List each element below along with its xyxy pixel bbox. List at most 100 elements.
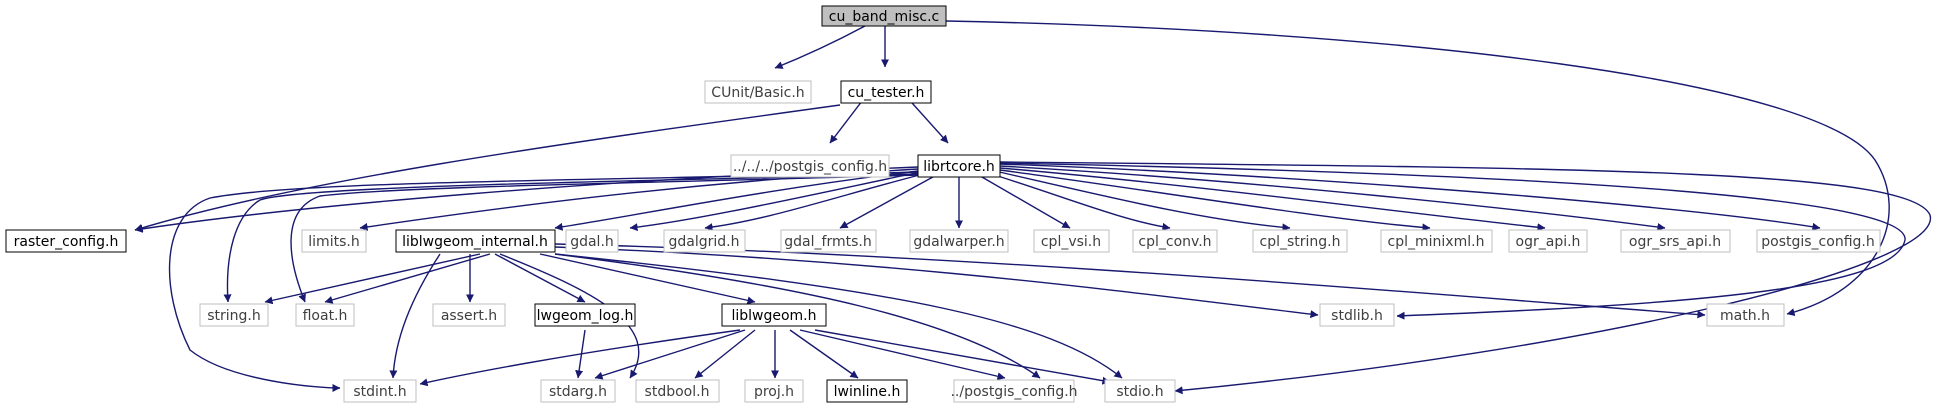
- svg-text:cpl_conv.h: cpl_conv.h: [1138, 234, 1211, 250]
- node-stdarg-h: stdarg.h: [540, 379, 616, 403]
- dependency-edges: [134, 20, 1931, 395]
- svg-text:assert.h: assert.h: [441, 308, 497, 324]
- svg-text:ogr_api.h: ogr_api.h: [1516, 234, 1581, 250]
- edge-liblwgeom-to-stdint: [419, 329, 741, 387]
- edge-librtcore-to-ogr_api: [999, 167, 1546, 232]
- node-assert-h: assert.h: [432, 303, 506, 327]
- node-ogr-srs-api-h: ogr_srs_api.h: [1620, 229, 1731, 253]
- svg-text:stdio.h: stdio.h: [1116, 384, 1163, 400]
- node-stdbool-h: stdbool.h: [635, 379, 720, 403]
- edge-librtcore-to-float: [290, 174, 919, 303]
- node-gdal-frmts-h: gdal_frmts.h: [780, 229, 877, 253]
- edge-liblwgeom-to-stdbool: [694, 329, 756, 379]
- edge-liblwgeom_internal-to-stdint: [389, 253, 441, 379]
- svg-text:liblwgeom.h: liblwgeom.h: [731, 308, 816, 324]
- node-lwgeom-log-h[interactable]: lwgeom_log.h: [534, 303, 636, 327]
- edge-liblwgeom-to-lwinline: [789, 329, 859, 379]
- svg-text:cpl_string.h: cpl_string.h: [1260, 234, 1341, 250]
- svg-text:string.h: string.h: [207, 308, 261, 324]
- node-gdal-h: gdal.h: [565, 229, 619, 253]
- node-math-h: math.h: [1706, 303, 1785, 327]
- edge-librtcore-to-gdal: [629, 170, 926, 232]
- edge-liblwgeom_internal-to-string: [264, 253, 481, 305]
- node-gdalgrid-h: gdalgrid.h: [663, 229, 746, 253]
- svg-text:stdlib.h: stdlib.h: [1331, 308, 1383, 324]
- svg-text:float.h: float.h: [303, 308, 348, 324]
- edge-librtcore-to-stdint: [168, 171, 919, 392]
- node-float-h: float.h: [295, 303, 355, 327]
- svg-text:postgis_config.h: postgis_config.h: [1761, 234, 1874, 250]
- svg-text:../../../postgis_config.h: ../../../postgis_config.h: [733, 159, 887, 175]
- node-cpl-minixml-h: cpl_minixml.h: [1380, 229, 1493, 253]
- edge-liblwgeom_internal-to-math: [554, 243, 1706, 319]
- svg-text:ogr_srs_api.h: ogr_srs_api.h: [1629, 234, 1721, 250]
- svg-text:gdal.h: gdal.h: [570, 234, 614, 250]
- node-ogr-api-h: ogr_api.h: [1508, 229, 1588, 253]
- svg-text:lwinline.h: lwinline.h: [834, 384, 901, 400]
- svg-text:proj.h: proj.h: [754, 384, 794, 400]
- node-cunit-basic-h: CUnit/Basic.h: [704, 80, 812, 104]
- node-gdalwarper-h: gdalwarper.h: [909, 229, 1009, 253]
- edge-librtcore-to-postgis_config: [999, 163, 1821, 231]
- node-stdio-h: stdio.h: [1104, 379, 1176, 403]
- edge-librtcore-to-stdlib: [999, 162, 1906, 320]
- svg-text:cu_tester.h: cu_tester.h: [848, 85, 925, 101]
- edge-liblwgeom_internal-to-stdio: [554, 253, 1123, 379]
- svg-text:cu_band_misc.c: cu_band_misc.c: [829, 9, 939, 25]
- node-stdint-h: stdint.h: [343, 379, 417, 403]
- edge-librtcore-to-gdal_frmts: [839, 171, 943, 229]
- svg-text:librtcore.h: librtcore.h: [923, 159, 995, 175]
- edge-liblwgeom_internal-to-liblwgeom: [539, 253, 756, 305]
- node-lwinline-h[interactable]: lwinline.h: [826, 379, 908, 403]
- node-string-h: string.h: [199, 303, 269, 327]
- edge-liblwgeom-to-stdarg: [594, 329, 746, 380]
- node-cpl-vsi-h: cpl_vsi.h: [1033, 229, 1110, 253]
- svg-text:stdint.h: stdint.h: [353, 384, 406, 400]
- node-raster-config-h[interactable]: raster_config.h: [5, 229, 127, 253]
- edge-librtcore-to-cpl_conv: [984, 171, 1171, 231]
- node-stdlib-h: stdlib.h: [1319, 303, 1395, 327]
- edge-librtcore-to-gdalgrid: [704, 170, 936, 232]
- svg-text:gdalwarper.h: gdalwarper.h: [913, 234, 1004, 250]
- node-cpl-conv-h: cpl_conv.h: [1132, 229, 1218, 253]
- node-cu-tester-h[interactable]: cu_tester.h: [840, 80, 932, 104]
- edge-librtcore-to-stdio: [999, 161, 1931, 395]
- edge-liblwgeom_internal-to-float: [324, 253, 491, 304]
- svg-text:math.h: math.h: [1720, 308, 1770, 324]
- svg-text:cpl_vsi.h: cpl_vsi.h: [1041, 234, 1101, 250]
- edge-liblwgeom_internal-to-stdlib: [554, 246, 1319, 319]
- svg-text:cpl_minixml.h: cpl_minixml.h: [1388, 234, 1485, 250]
- file-nodes: cu_band_misc.c CUnit/Basic.h cu_tester.h…: [5, 5, 1881, 403]
- svg-text:stdbool.h: stdbool.h: [645, 384, 710, 400]
- svg-text:../postgis_config.h: ../postgis_config.h: [950, 384, 1077, 400]
- edge-librtcore-to-cpl_vsi: [974, 172, 1071, 229]
- node-postgis-config-rel3-h: ../../../postgis_config.h: [730, 154, 890, 178]
- node-proj-h: proj.h: [744, 379, 804, 403]
- node-postgis-config-rel1-h: ../postgis_config.h: [950, 379, 1078, 403]
- node-liblwgeom-internal-h[interactable]: liblwgeom_internal.h: [395, 229, 556, 253]
- svg-text:limits.h: limits.h: [308, 234, 359, 250]
- edge-cu_band_misc-to-cunit_basic: [774, 25, 866, 69]
- edge-liblwgeom_internal-to-postgis_config_rel1: [554, 253, 1041, 379]
- node-liblwgeom-h[interactable]: liblwgeom.h: [721, 303, 827, 327]
- edge-librtcore-to-ogr_srs_api: [999, 165, 1666, 231]
- edge-librtcore-to-cpl_string: [994, 170, 1291, 232]
- edge-liblwgeom-to-stdio: [814, 329, 1111, 385]
- edge-librtcore-to-string: [223, 173, 919, 303]
- node-postgis-config-h: postgis_config.h: [1756, 229, 1881, 253]
- node-limits-h: limits.h: [301, 229, 367, 253]
- node-librtcore-h[interactable]: librtcore.h: [917, 154, 1001, 178]
- edge-liblwgeom-to-postgis_config_rel1: [799, 329, 1006, 381]
- svg-text:CUnit/Basic.h: CUnit/Basic.h: [711, 85, 804, 101]
- svg-text:gdal_frmts.h: gdal_frmts.h: [784, 234, 871, 250]
- svg-text:liblwgeom_internal.h: liblwgeom_internal.h: [402, 234, 548, 250]
- edge-liblwgeom_internal-to-lwgeom_log: [494, 253, 586, 303]
- svg-text:raster_config.h: raster_config.h: [14, 234, 119, 250]
- node-cu_band_misc-c[interactable]: cu_band_misc.c: [821, 5, 947, 27]
- node-cpl-string-h: cpl_string.h: [1252, 229, 1348, 253]
- edge-librtcore-to-cpl_minixml: [999, 169, 1431, 232]
- svg-text:gdalgrid.h: gdalgrid.h: [669, 234, 740, 250]
- edge-librtcore-to-liblwgeom_internal: [554, 170, 919, 231]
- svg-text:stdarg.h: stdarg.h: [549, 384, 607, 400]
